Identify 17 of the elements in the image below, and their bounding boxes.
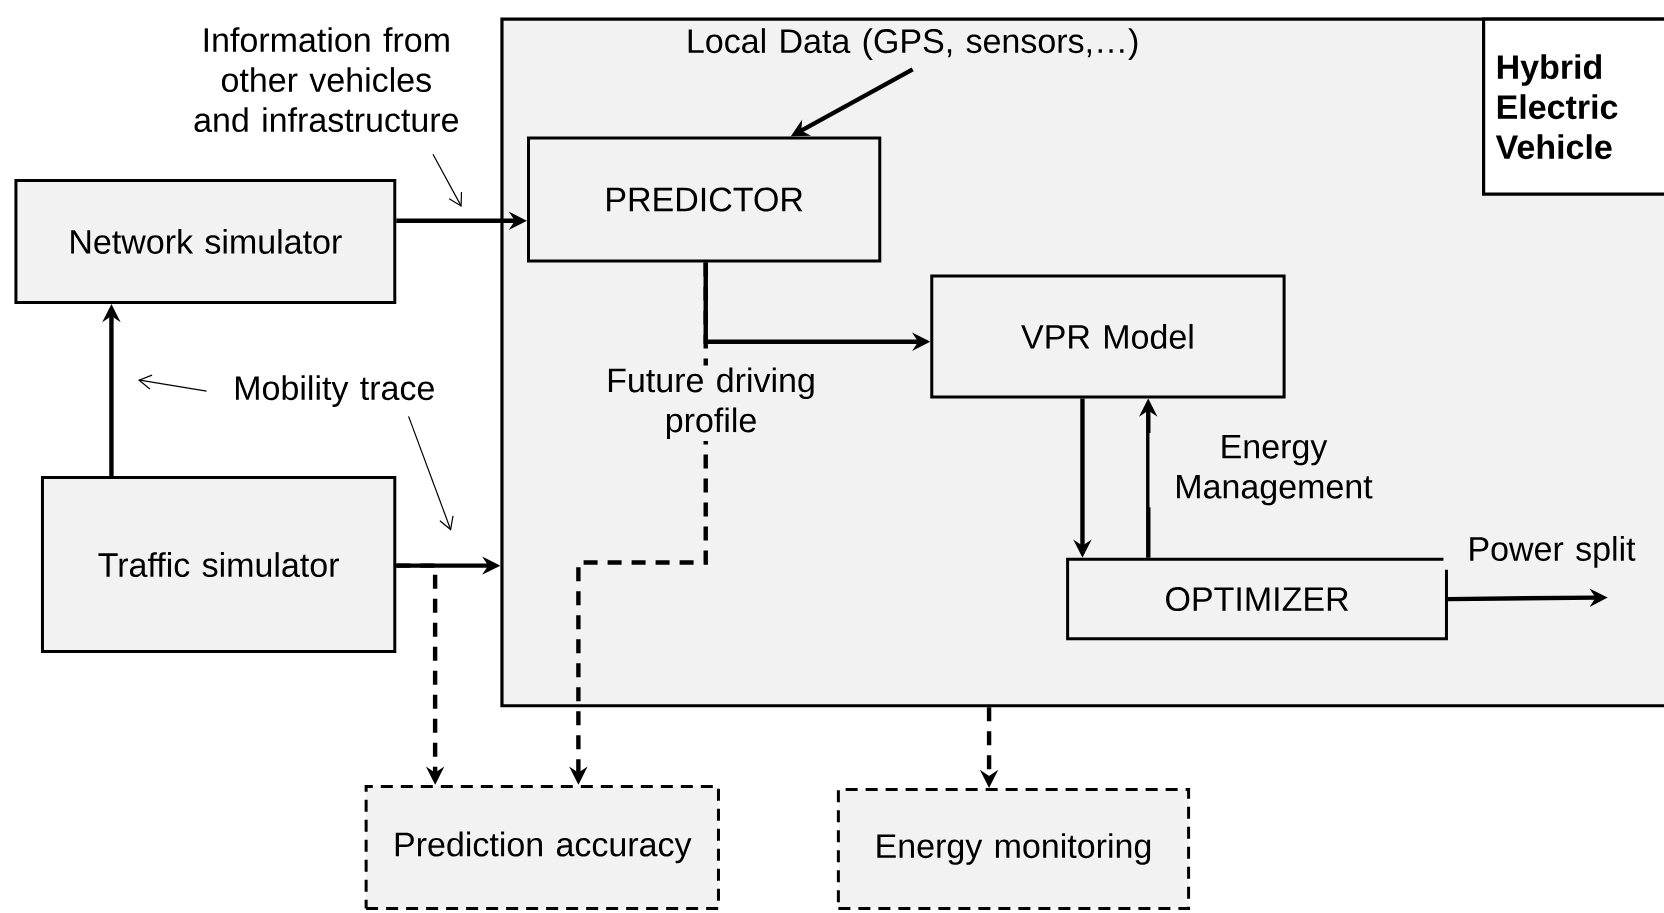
edge-label: Future driving profile — [608, 367, 814, 440]
note-text: Local Data (GPS, sensors,…) — [688, 28, 1138, 61]
title-box: Hybrid Electric Vehicle — [1482, 17, 1664, 196]
process-box: OPTIMIZER — [1066, 557, 1448, 641]
edge-label: Energy Management — [1177, 435, 1373, 506]
process-box: VPR Model — [930, 274, 1286, 399]
process-box: Traffic simulator — [40, 476, 397, 654]
note-text: Information from other vehicles and infrastructure — [194, 27, 459, 133]
note-text: Mobility trace — [236, 375, 434, 408]
leader-line — [407, 415, 454, 531]
edge-label: Power split — [1470, 536, 1636, 568]
output-box: Prediction accuracy — [364, 785, 720, 911]
leader-line — [432, 153, 463, 208]
leader-line — [137, 374, 208, 392]
output-box: Energy monitoring — [836, 788, 1191, 911]
process-box: Network simulator — [14, 179, 397, 305]
process-box: PREDICTOR — [527, 136, 882, 263]
